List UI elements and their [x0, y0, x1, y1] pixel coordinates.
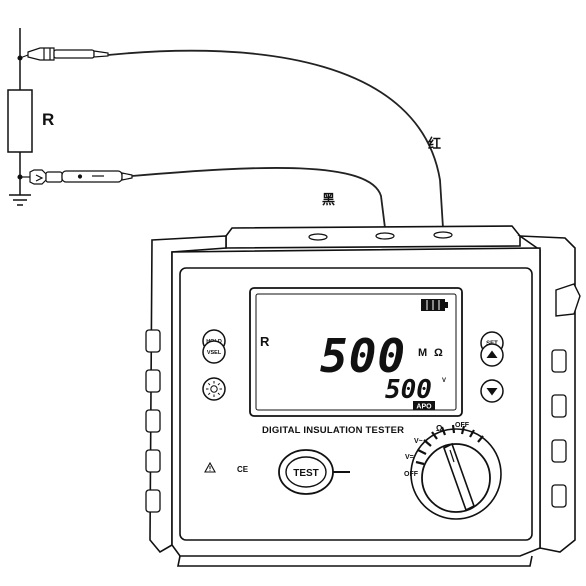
lcd-display: R 500 M Ω 500 V APO: [249, 287, 463, 417]
lcd-glass: [255, 293, 457, 411]
dial-label-off-right: OFF: [455, 422, 470, 429]
black-lead-wire: [131, 167, 386, 229]
test-button-label: TEST: [293, 468, 319, 479]
up-button[interactable]: [480, 343, 504, 367]
lcd-main-unit: Ω: [434, 347, 443, 359]
input-terminals: [308, 231, 453, 241]
lcd-sub-value: 500: [385, 375, 432, 405]
terminal-left[interactable]: [308, 233, 328, 241]
bumper-ribs: [145, 329, 567, 513]
battery-full-icon: [421, 299, 448, 311]
lcd-mode-indicator: R: [260, 334, 270, 349]
red-lead-label: 红: [428, 136, 441, 151]
test-button[interactable]: TEST: [278, 449, 350, 495]
backlight-button[interactable]: [202, 377, 226, 401]
vsel-button-label: VSEL: [207, 350, 222, 356]
black-test-probe[interactable]: [20, 169, 133, 185]
bottom-feet: [177, 555, 533, 567]
terminal-red[interactable]: [433, 231, 453, 239]
terminal-ridge: [225, 225, 521, 249]
red-test-probe[interactable]: [19, 47, 109, 61]
terminal-black[interactable]: [375, 232, 395, 240]
red-lead-wire: [107, 49, 444, 229]
ce-mark: CE: [237, 465, 249, 474]
device-title: DIGITAL INSULATION TESTER: [262, 425, 404, 436]
dial-indicator: [449, 449, 455, 463]
dial-label-ohm: Ω: [436, 424, 443, 433]
dial-grip: [443, 442, 475, 512]
down-button[interactable]: [480, 379, 504, 403]
lcd-sub-unit: V: [442, 378, 446, 384]
dial-label-vac: V~: [414, 438, 423, 445]
resistor: [7, 89, 33, 153]
dial-position-labels: OFF V= V~ Ω OFF: [404, 422, 470, 478]
lcd-main-value: 500: [320, 329, 406, 383]
strap-clip: [555, 283, 581, 317]
lcd-apo-badge-bg: [413, 401, 435, 410]
ground-icon: [9, 194, 31, 206]
dial-ticks: [415, 424, 484, 466]
lcd-apo-badge: APO: [416, 404, 432, 411]
triangle-up-icon: [486, 350, 498, 358]
sun-icon: [206, 381, 222, 397]
rotary-selector[interactable]: [410, 424, 502, 520]
resistor-label: R: [42, 110, 54, 129]
black-lead-label: 黑: [322, 192, 335, 207]
vsel-button[interactable]: VSEL: [202, 340, 226, 364]
warning-triangle-icon: [204, 461, 216, 473]
dial-label-off-left: OFF: [404, 471, 419, 478]
dial-label-vdc: V=: [405, 454, 414, 461]
lcd-main-unit-prefix: M: [418, 347, 427, 359]
lead-wires: [107, 49, 444, 229]
triangle-down-icon: [486, 388, 498, 396]
